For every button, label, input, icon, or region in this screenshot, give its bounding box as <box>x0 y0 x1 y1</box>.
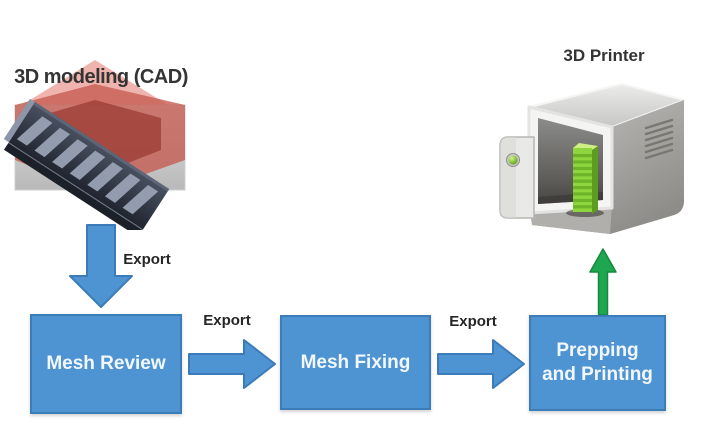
printed-part <box>566 143 604 217</box>
printed-part-ridges <box>573 154 592 209</box>
printer-illustration <box>499 83 685 234</box>
export-arrow-right-icon-2 <box>437 339 525 389</box>
cad-part-slots <box>16 116 159 215</box>
step-box-mesh-review: Mesh Review <box>30 314 182 414</box>
printer-led-icon <box>508 155 518 165</box>
step-label: Mesh Review <box>46 353 166 375</box>
export-label-2: Export <box>203 312 251 329</box>
export-label-3: Export <box>449 313 497 330</box>
step-label: Prepping and Printing <box>542 340 653 385</box>
print-arrow-up-icon <box>589 248 617 316</box>
printer-title: 3D Printer <box>563 46 645 65</box>
printer-side-panel <box>499 136 535 219</box>
step-box-prepping-printing: Prepping and Printing <box>529 315 666 411</box>
cad-part-slab <box>3 98 170 230</box>
export-arrow-right-icon-1 <box>188 339 276 389</box>
cad-title: 3D modeling (CAD) <box>14 66 188 88</box>
export-label-1: Export <box>123 251 171 268</box>
step-label: Mesh Fixing <box>300 351 411 373</box>
printer-vents-icon <box>644 118 674 160</box>
step-box-mesh-fixing: Mesh Fixing <box>280 315 431 410</box>
export-arrow-down-icon <box>69 224 133 308</box>
cad-model-illustration <box>3 60 186 230</box>
